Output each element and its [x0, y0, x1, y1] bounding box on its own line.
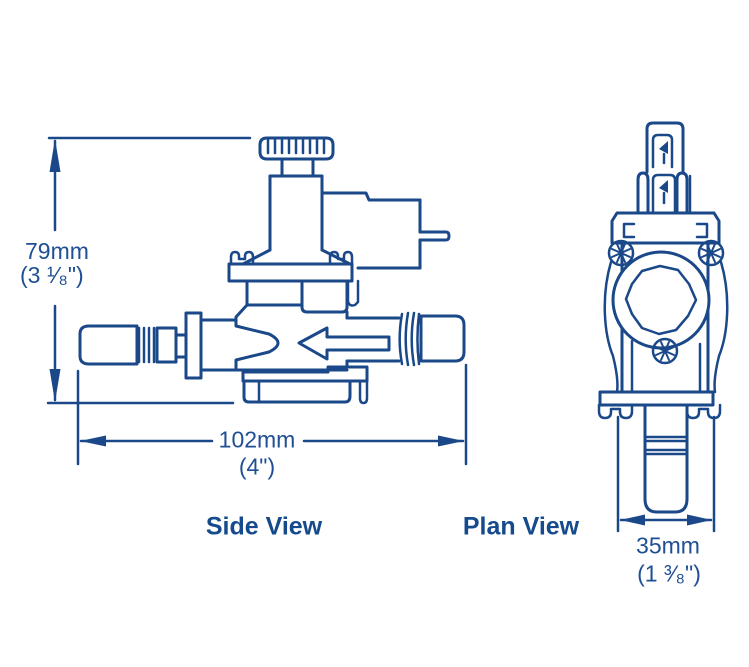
length-dimension — [76, 363, 468, 466]
base-lower-tier — [242, 379, 352, 404]
arrow-right-icon — [438, 435, 464, 447]
base-foot-right — [685, 403, 722, 420]
inlet-hose-tail-icon — [78, 311, 203, 380]
knob-knurl-silhouette — [624, 264, 698, 336]
base-right-foot — [358, 379, 369, 405]
outlet-hose-tail-icon — [345, 311, 466, 367]
plate-slot-left — [622, 222, 636, 239]
flow-direction-arrow-icon — [297, 326, 391, 361]
inlet-flange — [184, 311, 203, 380]
arrow-down-icon — [49, 369, 61, 402]
width-dimension — [616, 415, 716, 533]
bonnet-slope-right — [320, 248, 352, 266]
inlet-end-cap — [78, 324, 139, 366]
arrow-up-icon — [49, 139, 61, 172]
clamp-arm-right — [713, 260, 729, 394]
connector-rail-right — [675, 171, 689, 215]
valve-body — [199, 303, 349, 372]
pipe-barb-rings — [643, 435, 689, 456]
plan-view-label: Plan View — [462, 512, 580, 541]
solenoid-coil-icon — [320, 191, 451, 270]
length-dimension-mm-label: 102mm — [218, 426, 296, 453]
bonnet-slope-left — [241, 248, 272, 266]
spade-terminal-1-glyph — [659, 141, 668, 154]
height-dimension-mm-label: 79mm — [25, 238, 89, 264]
spade-terminal-2 — [651, 173, 677, 213]
adjustment-knob-icon — [258, 136, 335, 178]
base-plate-plan — [598, 390, 715, 407]
valve-seat-wedge — [234, 303, 280, 372]
body-upper-left-block — [245, 279, 304, 307]
coil-housing-plate — [610, 211, 721, 245]
plate-slot-right — [695, 222, 709, 239]
outlet-barb-ridges — [398, 311, 421, 367]
knob-outline — [258, 136, 335, 161]
bonnet-screws-icon — [229, 250, 354, 266]
side-view-drawing — [78, 136, 466, 405]
bonnet-flange — [227, 262, 354, 283]
side-view-label: Side View — [205, 512, 323, 541]
spade-terminal-pin-icon — [418, 230, 451, 242]
spade-terminal-1 — [651, 133, 674, 169]
outlet-end-cap — [419, 314, 466, 363]
height-dimension-inches-label: (3 ¹⁄₈") — [20, 262, 84, 288]
arrow-left-icon — [80, 435, 106, 447]
retaining-screw-icon — [651, 337, 679, 365]
knurled-adjustment-knob-icon — [611, 250, 711, 350]
spade-terminal-2-glyph — [659, 180, 668, 193]
width-dimension-mm-label: 35mm — [636, 532, 700, 559]
inlet-sleeve — [155, 326, 178, 364]
plan-view-drawing — [597, 121, 729, 514]
knob-stem — [280, 157, 315, 178]
mounting-thumb-screw-right-icon — [697, 239, 725, 267]
width-dimension-inches-label: (1 ³⁄₈") — [637, 560, 701, 587]
arrow-right-icon — [687, 514, 712, 526]
body-upper-right-block — [300, 279, 349, 314]
flange-gusset — [346, 279, 360, 307]
knob-knurl-lines — [266, 138, 326, 155]
clamp-arm-left — [603, 260, 619, 394]
bracket-body — [620, 241, 710, 394]
base-foot-left — [597, 403, 634, 420]
connector-rail-left — [636, 171, 650, 215]
inlet-barb-ridges — [137, 326, 156, 364]
arrow-left-icon — [620, 514, 645, 526]
valve-bonnet — [241, 174, 352, 266]
electrical-connector-icon — [636, 121, 692, 215]
outlet-pipe-icon — [643, 403, 689, 514]
mounting-base — [241, 365, 369, 405]
length-dimension-inches-label: (4") — [238, 453, 276, 480]
